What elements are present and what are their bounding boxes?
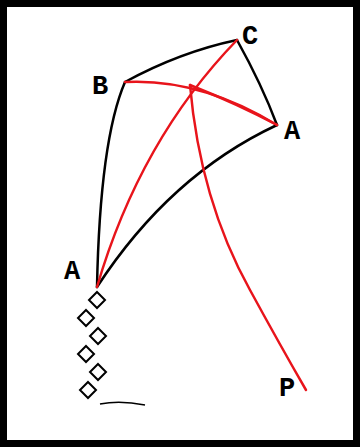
- white-ground: [7, 7, 353, 440]
- point-label: P: [279, 376, 295, 403]
- bridle-line: [190, 85, 277, 125]
- tail-bow: [90, 328, 106, 344]
- tail-bow: [78, 310, 94, 326]
- kite-tail: [78, 292, 106, 398]
- flying-line: [190, 85, 306, 390]
- kite-edge: [97, 82, 125, 287]
- kite-edge: [125, 40, 237, 82]
- point-label: C: [242, 24, 258, 51]
- tail-bow: [90, 364, 106, 380]
- kite-strings: [97, 40, 306, 390]
- bridle-line: [125, 82, 277, 125]
- tail-bow: [89, 292, 105, 308]
- kite-frame: [97, 40, 277, 287]
- point-label: A: [64, 259, 80, 286]
- tail-bow: [80, 382, 96, 398]
- point-label: A: [284, 119, 300, 146]
- spar-line: [97, 40, 237, 287]
- tail-end: [100, 402, 145, 405]
- tail-bow: [78, 346, 94, 362]
- point-label: B: [92, 74, 108, 101]
- kite-edge: [97, 125, 277, 287]
